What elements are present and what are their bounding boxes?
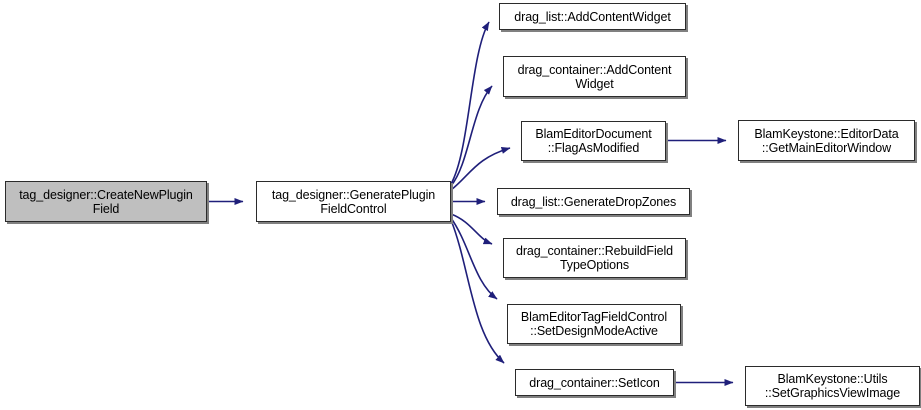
node-label: drag_container::RebuildField TypeOptions [515, 244, 674, 272]
node-create-new-plugin-field[interactable]: tag_designer::CreateNewPlugin Field [5, 181, 207, 222]
edge-generate-plugin-field-control-to-blam-editor-tag-field-control-set-design-mode-active [450, 217, 498, 300]
node-label: drag_container::SetIcon [529, 375, 660, 390]
node-label: BlamKeystone::Utils ::SetGraphicsViewIma… [764, 372, 901, 400]
node-label: BlamEditorDocument ::FlagAsModified [535, 127, 652, 155]
node-generate-plugin-field-control[interactable]: tag_designer::GeneratePlugin FieldContro… [256, 181, 451, 222]
edge-generate-plugin-field-control-to-drag-container-set-icon [450, 219, 505, 364]
node-label: drag_list::GenerateDropZones [510, 194, 677, 209]
node-label: tag_designer::CreateNewPlugin Field [19, 187, 193, 216]
edge-generate-plugin-field-control-to-blam-editor-document-flag-as-modified [450, 147, 511, 191]
node-drag-list-generate-drop-zones[interactable]: drag_list::GenerateDropZones [497, 188, 690, 215]
node-blam-keystone-utils-set-graphics-view-image[interactable]: BlamKeystone::Utils ::SetGraphicsViewIma… [745, 366, 920, 406]
node-drag-container-add-content-widget[interactable]: drag_container::AddContent Widget [503, 56, 686, 97]
node-blam-editor-document-flag-as-modified[interactable]: BlamEditorDocument ::FlagAsModified [521, 121, 666, 161]
node-blam-keystone-editordata-get-main-editor-window[interactable]: BlamKeystone::EditorData ::GetMainEditor… [738, 120, 915, 161]
node-label: drag_list::AddContentWidget [514, 9, 671, 24]
node-label: drag_container::AddContent Widget [517, 62, 672, 91]
edge-generate-plugin-field-control-to-drag-container-add-content-widget [450, 85, 493, 187]
node-drag-container-set-icon[interactable]: drag_container::SetIcon [515, 369, 674, 396]
edge-generate-plugin-field-control-to-drag-list-add-content-widget [450, 21, 490, 185]
node-label: tag_designer::GeneratePlugin FieldContro… [271, 187, 436, 216]
node-drag-container-rebuild-field-type-options[interactable]: drag_container::RebuildField TypeOptions [503, 238, 686, 278]
node-drag-list-add-content-widget[interactable]: drag_list::AddContentWidget [499, 3, 686, 30]
node-label: BlamKeystone::EditorData ::GetMainEditor… [754, 126, 899, 155]
node-blam-editor-tag-field-control-set-design-mode-active[interactable]: BlamEditorTagFieldControl ::SetDesignMod… [507, 304, 681, 344]
edge-generate-plugin-field-control-to-drag-container-rebuild-field-type-options [450, 213, 493, 245]
node-label: BlamEditorTagFieldControl ::SetDesignMod… [520, 310, 668, 338]
